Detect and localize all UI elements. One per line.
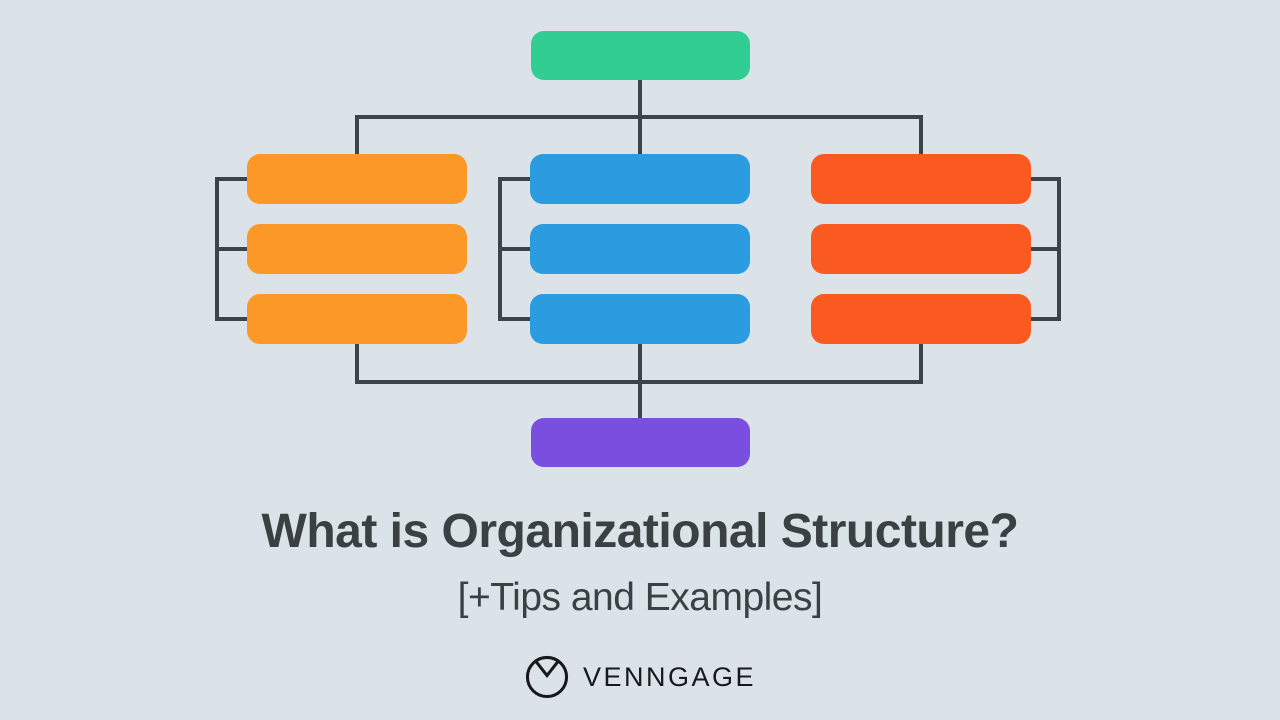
connector-middle-bracket-stub-2	[498, 247, 530, 251]
org-node-middle-3	[530, 294, 750, 344]
connector-root-stem	[638, 78, 642, 119]
venngage-clock-icon	[524, 654, 570, 700]
connector-left-bracket-stub-2	[215, 247, 247, 251]
connector-right-bracket-stub-3	[1031, 317, 1061, 321]
connector-left-bracket-stub-3	[215, 317, 247, 321]
connector-right-bracket-stub-2	[1031, 247, 1061, 251]
brand-logo: VENNGAGE	[0, 652, 1280, 702]
org-node-right-3	[811, 294, 1031, 344]
connector-left-bottom-stem	[355, 344, 359, 384]
org-node-footer	[531, 418, 750, 467]
org-node-left-3	[247, 294, 467, 344]
org-node-left-1	[247, 154, 467, 204]
org-node-middle-1	[530, 154, 750, 204]
connector-footer-stem	[638, 344, 642, 420]
brand-name: VENNGAGE	[582, 661, 757, 692]
connector-right-column-stem	[919, 115, 923, 155]
connector-right-bottom-stem	[919, 344, 923, 384]
org-node-root	[531, 31, 750, 80]
connector-left-bracket-stub-1	[215, 177, 247, 181]
connector-middle-bracket-stub-3	[498, 317, 530, 321]
org-node-right-2	[811, 224, 1031, 274]
connector-right-bracket-stub-1	[1031, 177, 1061, 181]
page-subtitle: [+Tips and Examples]	[457, 576, 823, 619]
org-node-middle-2	[530, 224, 750, 274]
connector-middle-column-stem	[638, 115, 642, 155]
connector-left-column-stem	[355, 115, 359, 155]
page-title: What is Organizational Structure?	[261, 505, 1019, 558]
org-node-left-2	[247, 224, 467, 274]
connector-middle-bracket-stub-1	[498, 177, 530, 181]
org-node-right-1	[811, 154, 1031, 204]
